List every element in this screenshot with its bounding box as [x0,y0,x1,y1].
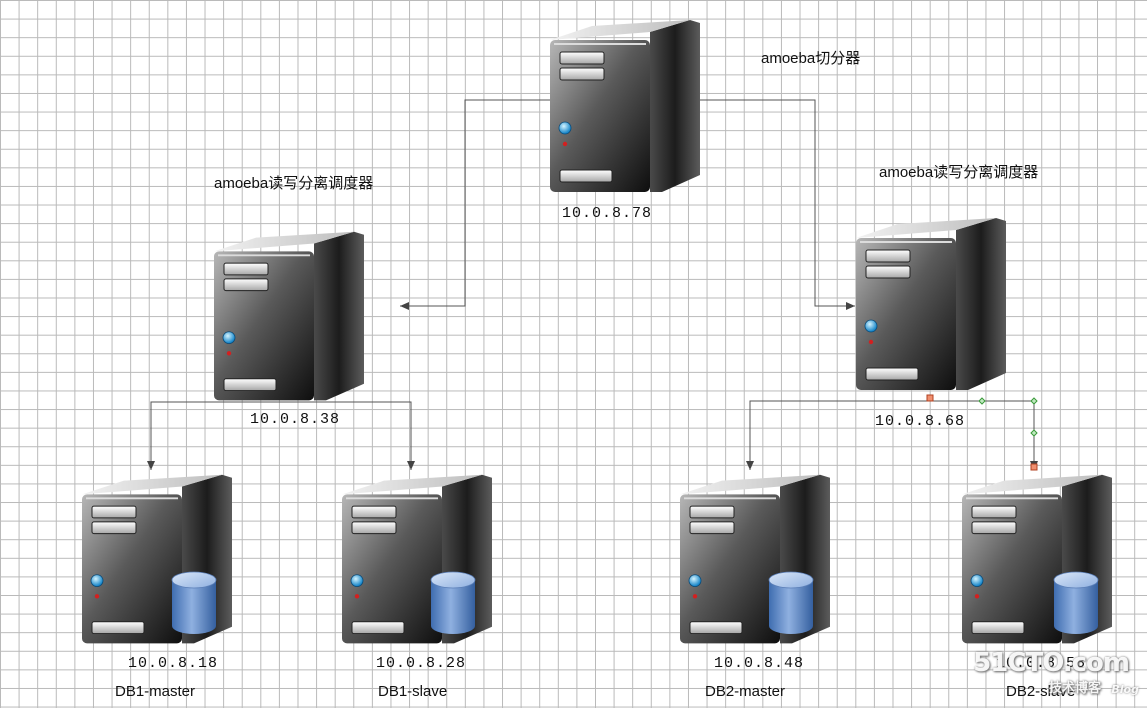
splitter-ip: 10.0.8.78 [562,205,653,222]
db1-slave-name: DB1-slave [378,683,448,700]
db2-slave-name: DB2-slave [1006,683,1076,700]
watermark-blog: Blog [1111,683,1139,696]
database-icon-db2-master [768,571,814,635]
db2-master-name: DB2-master [705,683,786,700]
rw-right-ip: 10.0.8.68 [875,413,966,430]
server-icon-rw-right[interactable] [855,217,1007,391]
database-icon-db1-master [171,571,217,635]
database-icon-db1-slave [430,571,476,635]
rw-left-ip: 10.0.8.38 [250,411,341,428]
watermark-subtitle: 技术博客 [1048,681,1101,696]
server-icon-rw-left[interactable] [213,230,365,402]
connector-rw-left-to-db1-master [147,401,290,470]
db1-master-name: DB1-master [115,683,196,700]
connector-rw-right-to-db2-master [746,400,930,470]
db2-slave-ip: 10.0.8.58 [996,655,1087,672]
server-icon-splitter[interactable] [549,19,701,193]
db2-master-ip: 10.0.8.48 [714,655,805,672]
connector-splitter-to-rw-left [400,99,556,310]
selection-handles[interactable] [926,394,1038,471]
db1-master-ip: 10.0.8.18 [128,655,219,672]
rw-right-title: amoeba读写分离调度器 [879,164,1039,181]
rw-left-title: amoeba读写分离调度器 [214,175,374,192]
connector-splitter-to-rw-right [700,99,855,310]
connector-rw-right-to-db2-slave [930,400,1038,470]
connector-rw-left-to-db1-slave [290,401,415,470]
splitter-title: amoeba切分器 [761,50,861,67]
watermark-logo: 51CTO.com [973,648,1130,678]
db1-slave-ip: 10.0.8.28 [376,655,467,672]
database-icon-db2-slave [1053,571,1099,635]
